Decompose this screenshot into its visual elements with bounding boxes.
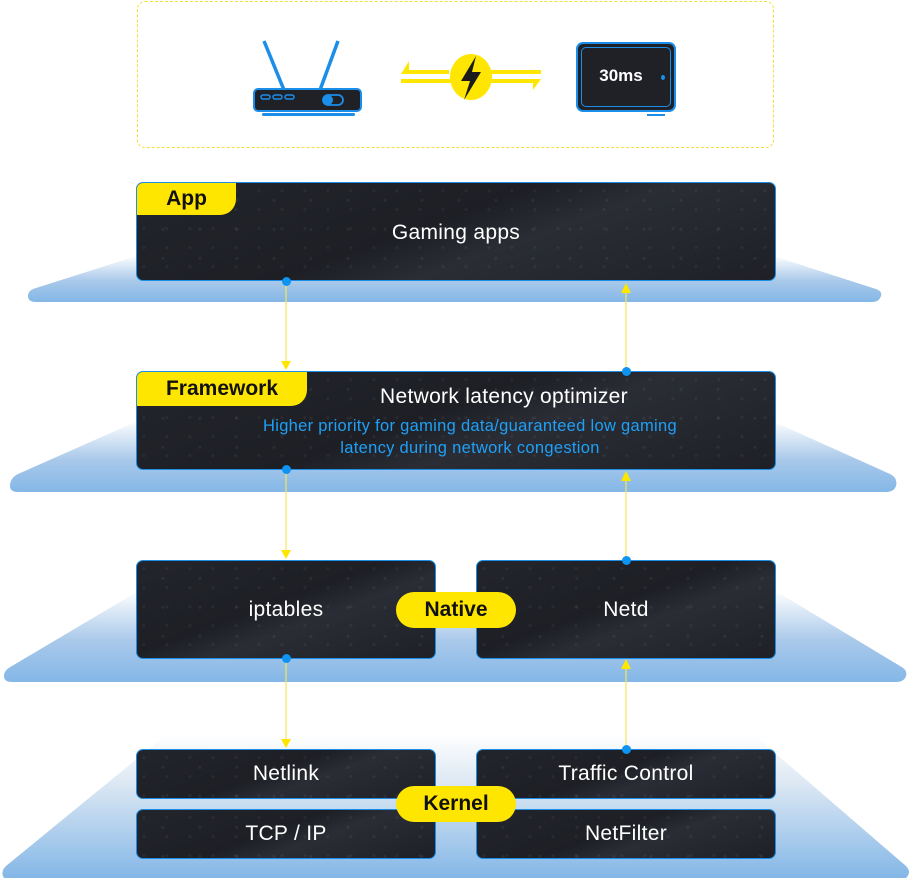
description-line: Higher priority for gaming data/guarante… xyxy=(263,417,677,435)
framework-layer-title: Network latency optimizer xyxy=(380,385,628,408)
native-layer-tag: Native xyxy=(396,592,516,628)
iptables-label: iptables xyxy=(248,597,324,621)
kernel-layer-tag: Kernel xyxy=(396,786,516,822)
connector-dot xyxy=(622,556,631,565)
tcp-ip-label: TCP / IP xyxy=(245,822,327,845)
indicator-light xyxy=(661,75,665,80)
connector-dot xyxy=(622,367,631,376)
traffic-control-card: Traffic Control xyxy=(476,749,776,799)
app-layer-card: Gaming apps xyxy=(136,182,776,281)
description-line: latency during network congestion xyxy=(340,439,600,457)
connector-dot xyxy=(622,745,631,754)
netd-card: Netd xyxy=(476,560,776,659)
tcp-ip-card: TCP / IP xyxy=(136,809,436,859)
latency-readout: 30ms xyxy=(599,66,643,85)
traffic-control-label: Traffic Control xyxy=(558,762,694,785)
netfilter-label: NetFilter xyxy=(584,822,668,845)
console-stand xyxy=(647,114,665,116)
device-latency-panel xyxy=(137,1,774,148)
iptables-card: iptables xyxy=(136,560,436,659)
framework-layer-description: Higher priority for gaming data/guarante… xyxy=(263,415,677,459)
router-icon xyxy=(253,40,362,116)
game-console-icon: 30ms xyxy=(576,42,676,112)
connector-dot xyxy=(282,465,291,474)
app-layer-tag: App xyxy=(137,183,236,215)
netlink-label: Netlink xyxy=(252,762,320,785)
netd-label: Netd xyxy=(603,597,649,621)
app-layer-title: Gaming apps xyxy=(391,220,521,244)
netlink-card: Netlink xyxy=(136,749,436,799)
framework-layer-tag: Framework xyxy=(137,372,307,406)
connector-dot xyxy=(282,277,291,286)
connector-dot xyxy=(282,654,291,663)
netfilter-card: NetFilter xyxy=(476,809,776,859)
lightning-exchange-icon xyxy=(401,54,541,100)
